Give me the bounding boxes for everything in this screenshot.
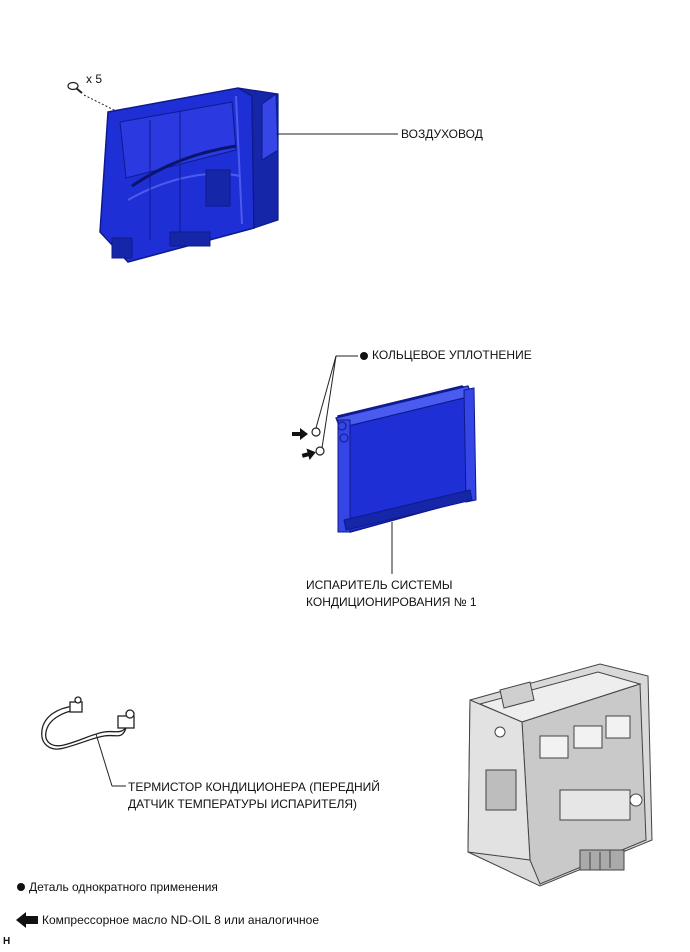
o-ring-leader-c — [321, 355, 337, 449]
o-ring-upper — [311, 427, 321, 437]
duct-label: ВОЗДУХОВОД — [401, 127, 483, 141]
filled-circle-icon — [17, 883, 25, 891]
arrow-left-icon — [16, 912, 38, 928]
thermistor-part — [41, 696, 135, 750]
o-ring-leader-b — [315, 355, 337, 429]
evaporator-label-line2: КОНДИЦИОНИРОВАНИЯ № 1 — [306, 595, 477, 609]
arrow-right-icon — [292, 428, 308, 440]
filled-circle-icon — [360, 352, 368, 360]
thermistor-label-line2: ДАТЧИК ТЕМПЕРАТУРЫ ИСПАРИТЕЛЯ) — [128, 797, 358, 811]
arrow-right-icon — [301, 448, 316, 461]
hvac-housing — [467, 663, 653, 887]
screw-count-label: x 5 — [86, 72, 103, 86]
evaporator-label-line1: ИСПАРИТЕЛЬ СИСТЕМЫ — [306, 578, 453, 592]
thermistor-leader-a — [95, 733, 113, 787]
screw-icon — [67, 81, 83, 94]
legend-non-reusable: Деталь однократного применения — [29, 880, 218, 894]
o-ring-label: КОЛЬЦЕВОЕ УПЛОТНЕНИЕ — [372, 348, 532, 362]
evaporator-part — [335, 385, 477, 533]
screw-leader — [83, 94, 119, 113]
legend-oil: Компрессорное масло ND-OIL 8 или аналоги… — [42, 913, 320, 927]
duct-part — [99, 87, 279, 263]
thermistor-label-line1: ТЕРМИСТОР КОНДИЦИОНЕРА (ПЕРЕДНИЙ — [128, 780, 380, 794]
corner-mark: H — [3, 936, 11, 947]
o-ring-lower — [315, 446, 325, 456]
